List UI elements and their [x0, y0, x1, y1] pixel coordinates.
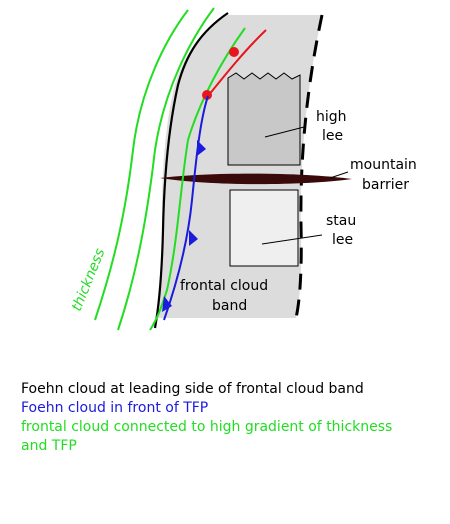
cold-front-triangle-1	[197, 140, 206, 156]
caption-line-2: Foehn cloud in front of TFP	[21, 400, 209, 416]
warm-front-marker-1	[229, 47, 239, 57]
thickness-line-inner	[117, 7, 215, 331]
thickness-line-right	[149, 27, 246, 331]
frontal-cloud-band	[156, 15, 322, 318]
caption-line-4: and TFP	[21, 438, 77, 454]
thickness-label: thickness	[69, 246, 109, 313]
caption-line-1: Foehn cloud at leading side of frontal c…	[21, 381, 364, 397]
caption-block: Foehn cloud at leading side of frontal c…	[21, 380, 441, 456]
caption-line-3: frontal cloud connected to high gradient…	[21, 419, 393, 435]
cloud-band-left-edge	[153, 12, 229, 329]
cloud-band-right-edge	[294, 14, 324, 319]
mountain-barrier	[160, 173, 352, 185]
cold-front-line	[163, 95, 209, 321]
cold-front-triangle-3	[162, 296, 172, 312]
stau-lee-area	[229, 189, 299, 267]
high-lee-leader	[264, 126, 305, 138]
warm-front-marker-2	[202, 90, 212, 100]
barrier-leader	[329, 171, 349, 179]
high-lee-area	[227, 72, 301, 166]
stau-lee-leader	[261, 234, 323, 245]
warm-front-line	[207, 29, 267, 97]
thickness-line-outer	[94, 9, 189, 321]
cold-front-triangle-2	[189, 230, 198, 246]
